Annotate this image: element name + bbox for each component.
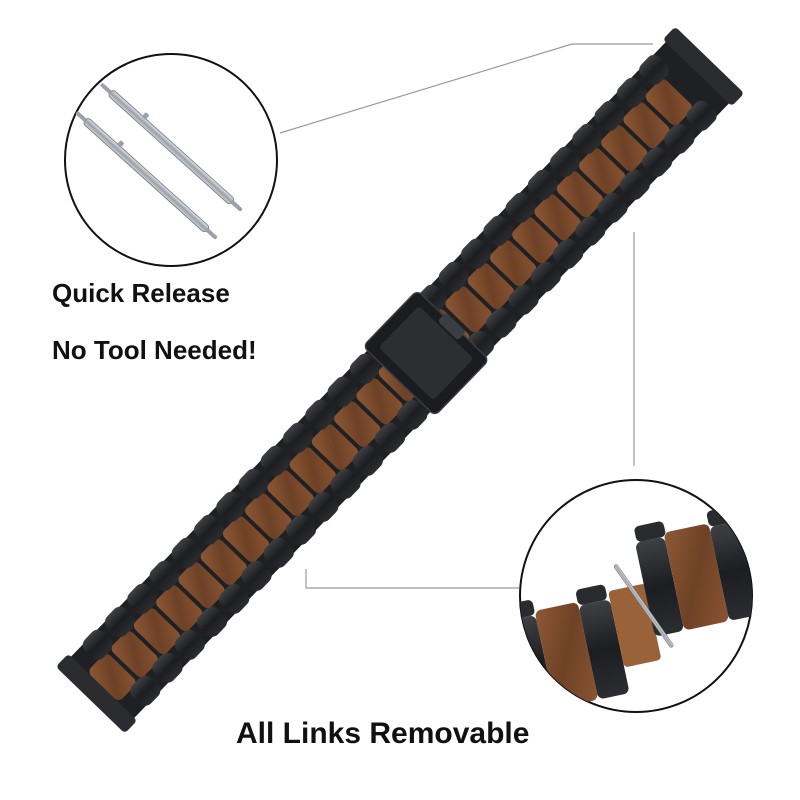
wood-link — [512, 217, 559, 264]
metal-link — [127, 583, 158, 614]
metal-link — [553, 238, 584, 269]
metal-link — [149, 560, 180, 591]
wood-link — [311, 424, 359, 470]
metal-link — [305, 399, 336, 430]
metal-link — [216, 491, 247, 522]
wood-link — [579, 148, 626, 195]
deployment-clasp-icon — [364, 291, 488, 415]
metal-link — [530, 261, 561, 292]
metal-link — [174, 629, 205, 660]
metal-link — [397, 399, 428, 430]
metal-link — [639, 54, 670, 85]
all-links-removable-caption: All Links Removable — [236, 717, 530, 750]
quick-release-caption: Quick Release — [52, 278, 230, 308]
metal-link — [263, 537, 294, 568]
wood-link — [267, 470, 314, 516]
removable-link-detail — [519, 479, 753, 713]
metal-link — [196, 606, 228, 637]
metal-link — [238, 468, 269, 499]
metal-link — [82, 629, 113, 660]
wood-link — [556, 171, 603, 218]
metal-link — [260, 445, 291, 476]
metal-link — [594, 100, 625, 131]
wood-link — [178, 562, 225, 608]
wood-link — [534, 194, 581, 241]
metal-link — [327, 376, 358, 407]
wood-link — [467, 263, 514, 310]
wood-link — [156, 585, 203, 631]
metal-link — [349, 353, 380, 384]
wood-link — [222, 516, 270, 562]
metal-link — [616, 77, 647, 108]
metal-link — [105, 606, 136, 637]
watch-band — [57, 28, 743, 732]
metal-link — [527, 169, 558, 200]
metal-link — [664, 123, 695, 154]
no-tool-caption: No Tool Needed! — [52, 335, 257, 365]
metal-link — [486, 307, 517, 338]
metal-link — [575, 215, 606, 246]
metal-link — [283, 422, 314, 453]
wood-link — [490, 240, 537, 287]
wood-link — [133, 608, 181, 654]
metal-link — [194, 514, 225, 545]
metal-link — [483, 215, 514, 246]
wood-link — [89, 654, 136, 700]
spring-bar-detail — [64, 53, 278, 267]
spring-bar-pins-icon — [75, 83, 243, 240]
band-segments — [57, 28, 743, 732]
metal-link — [308, 491, 339, 522]
metal-link — [374, 422, 406, 453]
metal-link — [152, 652, 183, 683]
metal-link — [130, 675, 161, 706]
wood-link — [645, 79, 692, 126]
band-end — [664, 28, 743, 105]
wood-link — [623, 102, 670, 149]
metal-link — [352, 445, 383, 476]
metal-link — [686, 100, 717, 131]
metal-link — [241, 560, 272, 591]
wood-link — [334, 401, 381, 447]
band-end — [57, 655, 136, 732]
metal-link — [597, 192, 628, 223]
wood-link — [356, 378, 403, 424]
metal-link — [572, 123, 603, 154]
wood-link — [111, 631, 158, 677]
metal-link — [461, 238, 492, 269]
metal-link — [508, 284, 539, 315]
wood-link — [445, 286, 492, 333]
wood-link — [289, 447, 336, 493]
metal-link — [438, 261, 469, 292]
metal-link — [219, 583, 250, 614]
wood-link — [245, 493, 292, 539]
metal-link — [619, 169, 650, 200]
callout-lines — [279, 43, 653, 589]
metal-link — [642, 146, 673, 177]
metal-link — [330, 468, 361, 499]
metal-link — [505, 192, 536, 223]
wood-link — [601, 125, 648, 172]
wood-link — [200, 539, 247, 585]
metal-link — [171, 537, 202, 568]
metal-link — [285, 514, 317, 545]
metal-link — [550, 146, 581, 177]
